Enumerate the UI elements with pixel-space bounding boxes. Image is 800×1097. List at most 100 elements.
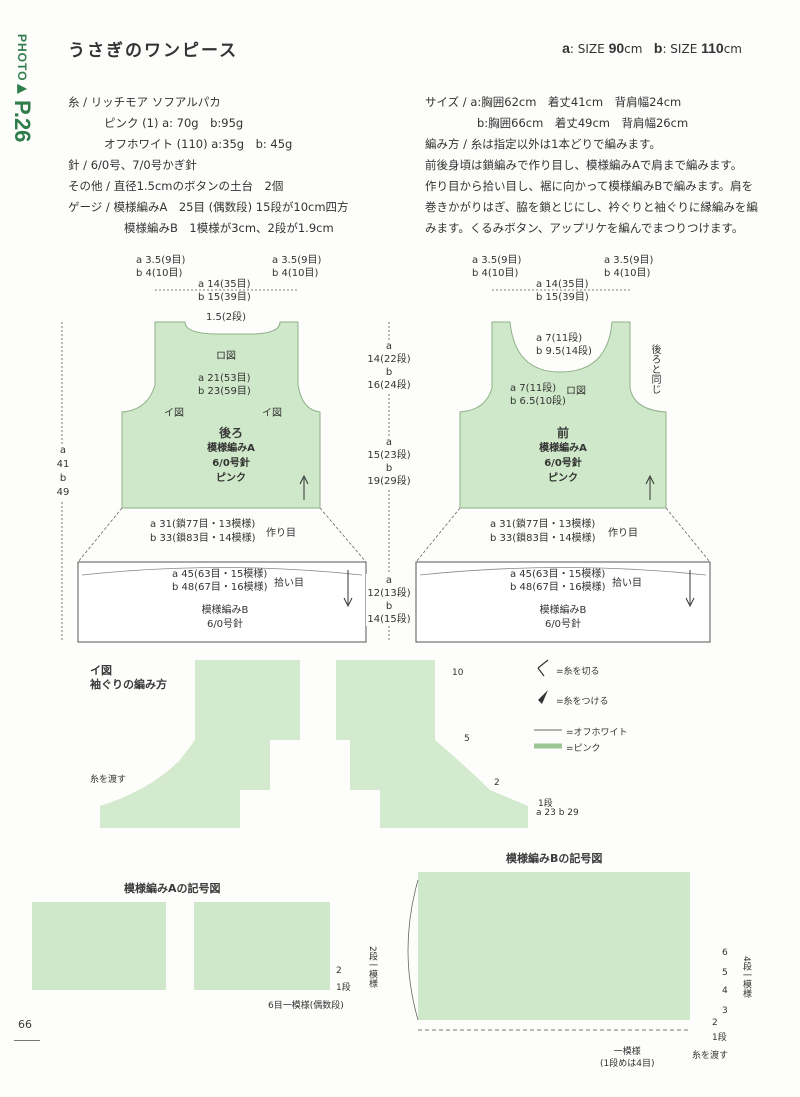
back-skirt-pattern: 模様編みB <box>201 605 249 616</box>
armhole-stitch-count: a 23 b 29 <box>536 808 579 818</box>
arrow-icon: ▶ <box>15 81 29 97</box>
armhole-chart-title-1: イ図 <box>90 664 112 677</box>
chart-a-repeat-rows: 2段一模様 <box>367 946 377 988</box>
upper-length-b: 16(24段) <box>367 380 411 391</box>
back-chest-a: a 21(53目) <box>198 373 251 384</box>
back-cast-on: 作り目 <box>266 528 296 539</box>
upper-length-b-prefix: b <box>385 367 393 378</box>
method-line-2: 作り目から拾い目し、裾に向かって模様編みBで編みます。肩を <box>425 179 754 193</box>
front-shoulder-right-b: b 4(10目) <box>604 268 651 279</box>
total-length-b: 49 <box>56 487 70 498</box>
needle-value: 6/0号、7/0号かぎ針 <box>90 158 197 172</box>
front-neck-depth: a 7(11段) b 9.5(14段) <box>536 332 592 358</box>
upper-length-a-prefix: a <box>385 341 393 352</box>
chart-b-row-1: 1段 <box>712 1033 727 1043</box>
front-neck-width: a 14(35目) b 15(39目) <box>536 278 589 304</box>
back-hem-b: b 33(鎖83目・14模様) <box>150 533 256 544</box>
front-armhole-b: b 6.5(10段) <box>510 396 566 407</box>
gauge-label: ゲージ / <box>68 200 110 214</box>
method-line-4: みます。くるみボタン、アップリケを編んでまつりつけます。 <box>425 221 744 235</box>
front-same-as-back: 後ろと同じ <box>649 344 660 394</box>
front-neck-depth-a: a 7(11段) <box>536 333 583 344</box>
front-armhole-a: a 7(11段) <box>510 383 557 394</box>
total-length-b-prefix: b <box>59 473 67 484</box>
back-shoulder-right: a 3.5(9目) b 4(10目) <box>272 254 321 280</box>
lower-length-b: 19(29段) <box>367 476 411 487</box>
back-i-fig-right: イ図 <box>262 408 282 419</box>
front-shoulder-left-b: b 4(10目) <box>472 268 519 279</box>
lower-length-a: 15(23段) <box>367 450 411 461</box>
back-pickup-label: 拾い目 <box>274 578 304 589</box>
front-neck-depth-b: b 9.5(14段) <box>536 346 592 357</box>
page-number: 66 <box>18 1018 32 1031</box>
front-piece-info: 前 模様編みA 6/0号針 ピンク <box>528 426 598 486</box>
back-neck-width-a: a 14(35目) <box>198 279 251 290</box>
total-length: a 41 b 49 <box>56 444 70 500</box>
yarn-pink: ピンク (1) a: 70g b:95g <box>104 116 244 130</box>
skirt-length-a-prefix: a <box>385 575 393 586</box>
front-armhole: a 7(11段) b 6.5(10段) <box>510 382 566 408</box>
method-label: 編み方 / <box>425 137 468 151</box>
front-ro-fig: ロ図 <box>566 386 586 397</box>
back-name: 後ろ <box>218 426 243 440</box>
lower-length-b-prefix: b <box>385 463 393 474</box>
chart-a-left <box>32 902 166 990</box>
back-i-fig-left: イ図 <box>164 408 184 419</box>
upper-length: a 14(22段) b 16(24段) <box>366 340 412 392</box>
front-color: ピンク <box>548 473 578 484</box>
back-hem-a: a 31(鎖77目・13模様) <box>150 519 256 530</box>
other-label: その他 / <box>68 179 111 193</box>
size-note: a: SIZE 90cm b: SIZE 110cm <box>562 40 742 56</box>
front-shoulder-left: a 3.5(9目) b 4(10目) <box>472 254 521 280</box>
chart-a-row-2: 2 <box>336 966 342 976</box>
skirt-length-a: 12(13段) <box>367 588 411 599</box>
front-skirt-pattern: 模様編みB <box>539 605 587 616</box>
method-line-3: 巻きかがりはぎ、脇を鎖とじにし、衿ぐりと袖ぐりに縁編みを編 <box>425 200 758 214</box>
chart-b-repeat: 一模様 (1段めは4目) <box>600 1046 654 1070</box>
size-a: a:胸囲62cm 着丈41cm 背肩幅24cm <box>470 95 682 109</box>
front-cast-on: 作り目 <box>608 528 638 539</box>
armhole-chart-title: イ図 袖ぐりの編み方 <box>90 664 167 692</box>
gauge-b: 模様編みB 1模様が3cm、2段が1.9cm <box>124 221 334 235</box>
size-b: b:胸囲66cm 着丈49cm 背肩幅26cm <box>477 116 689 130</box>
size-a-label: : SIZE <box>569 42 605 56</box>
back-shoulder-right-b: b 4(10目) <box>272 268 319 279</box>
chart-a-right <box>194 902 330 990</box>
back-shoulder-right-a: a 3.5(9目) <box>272 255 322 266</box>
back-bodice-shape <box>121 321 321 509</box>
method-line-1: 前後身頃は鎖編みで作り目し、模様編みAで肩まで編みます。 <box>425 158 743 172</box>
back-chest-b: b 23(59目) <box>198 386 251 397</box>
back-skirt-needle: 6/0号針 <box>206 619 244 630</box>
chart-b-block <box>418 872 690 1020</box>
back-skirt-info: 模様編みB 6/0号針 <box>190 604 260 632</box>
back-needle: 6/0号針 <box>212 458 250 469</box>
chart-a-row-1: 1段 <box>336 983 351 993</box>
page-ref: P.26 <box>10 100 35 143</box>
front-shoulder-right-a: a 3.5(9目) <box>604 255 654 266</box>
materials-block: 糸 / リッチモア ソフアルパカ ピンク (1) a: 70g b:95g オフ… <box>68 92 349 239</box>
attach-yarn-icon <box>538 690 548 704</box>
back-piece-info: 後ろ 模様編みA 6/0号針 ピンク <box>196 426 266 486</box>
size-a-unit: cm <box>624 42 643 56</box>
front-needle: 6/0号針 <box>544 458 582 469</box>
chart-b-row-2: 2 <box>712 1018 718 1028</box>
chart-b-repeat-note: (1段めは4目) <box>600 1059 655 1069</box>
front-skirt-pickup-b: b 48(67目・16模様) <box>510 582 606 593</box>
armhole-row-5: 5 <box>464 734 470 744</box>
front-pickup-label: 拾い目 <box>612 578 642 589</box>
front-neck-width-b: b 15(39目) <box>536 292 589 303</box>
total-length-a: 41 <box>56 459 70 470</box>
back-color: ピンク <box>216 473 246 484</box>
armhole-chart-left <box>100 660 300 828</box>
back-skirt-rect <box>77 561 367 643</box>
yarn-name: リッチモア ソフアルパカ <box>90 95 221 109</box>
back-shoulder-left: a 3.5(9目) b 4(10目) <box>136 254 185 280</box>
front-skirt-pickup: a 45(63目・15模様) b 48(67目・16模様) <box>510 568 606 594</box>
chart-b-repeat-label: 一模様 <box>613 1047 641 1057</box>
size-method-block: サイズ / a:胸囲62cm 着丈41cm 背肩幅24cm b:胸囲66cm 着… <box>425 92 758 239</box>
chart-b-row-6: 6 <box>722 948 728 958</box>
chart-b-row-4: 4 <box>722 986 728 996</box>
size-b-prefix: b <box>653 40 663 56</box>
lower-length: a 15(23段) b 19(29段) <box>366 436 412 488</box>
